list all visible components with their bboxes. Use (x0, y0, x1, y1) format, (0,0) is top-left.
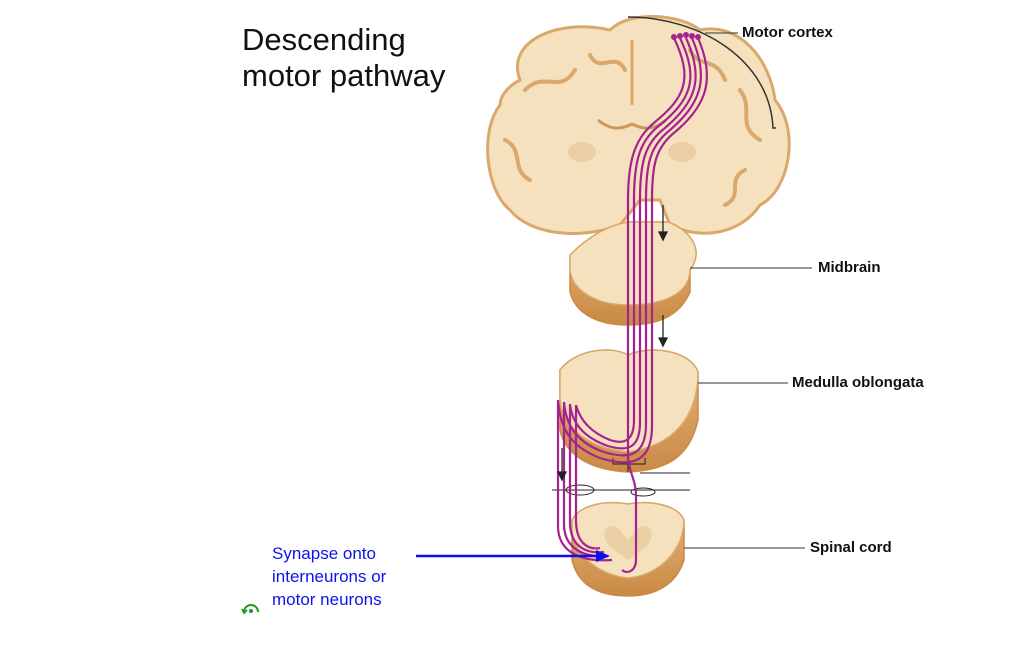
direction-arrows (556, 205, 669, 482)
annotation-line-1: Synapse onto (272, 544, 376, 563)
annotation-line-2: interneurons or (272, 567, 387, 586)
synapse-annotation: Synapse onto interneurons or motor neuro… (272, 542, 432, 611)
synapse-annotation-arrow (416, 550, 610, 562)
decussation-marks (552, 458, 690, 497)
motor-cortex-bracket (627, 16, 776, 129)
title-line-2: motor pathway (242, 58, 446, 93)
annotation-line-3: motor neurons (272, 590, 382, 609)
diagram-title: Descending motor pathway (242, 22, 502, 94)
label-spinal-cord: Spinal cord (810, 539, 892, 556)
title-line-1: Descending (242, 22, 406, 57)
label-medulla-oblongata: Medulla oblongata (792, 374, 924, 391)
spinal-cord-section (571, 501, 685, 597)
brain-section (486, 14, 791, 235)
motor-tract-fibers (556, 37, 708, 574)
label-midbrain: Midbrain (818, 259, 881, 276)
label-motor-cortex: Motor cortex (742, 24, 833, 41)
rotate-left-icon[interactable] (240, 598, 262, 618)
cortex-cell-bodies (671, 32, 701, 40)
